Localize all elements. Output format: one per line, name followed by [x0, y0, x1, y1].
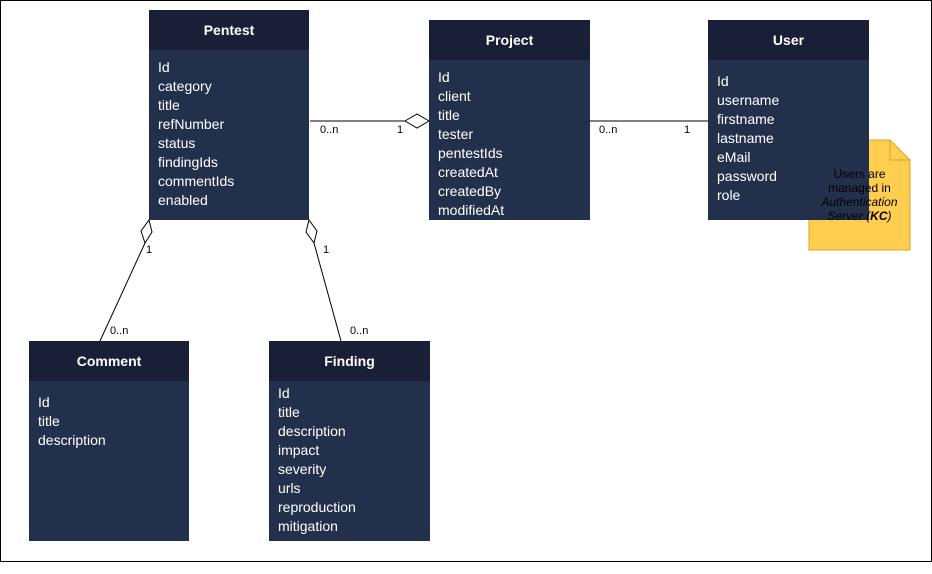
- field: tester: [438, 126, 474, 142]
- entity-user-fields: Id username firstname lastname eMail pas…: [708, 60, 869, 205]
- field: title: [438, 107, 460, 123]
- entity-comment-fields: Id title description: [29, 381, 189, 450]
- field: status: [158, 135, 196, 151]
- entity-user-title: User: [708, 20, 869, 60]
- multiplicity-label: 0..n: [110, 325, 129, 337]
- field: description: [38, 432, 106, 448]
- field: title: [158, 97, 180, 113]
- entity-pentest-fields: Id category title refNumber status findi…: [149, 50, 309, 210]
- field: title: [278, 404, 300, 420]
- entity-user[interactable]: User Id username firstname lastname eMai…: [708, 20, 869, 220]
- field: Id: [438, 69, 450, 85]
- field: modifiedAt: [438, 202, 505, 218]
- multiplicity-label: 1: [323, 244, 330, 256]
- field: urls: [278, 480, 301, 496]
- entity-pentest-title: Pentest: [149, 10, 309, 50]
- field: category: [158, 78, 212, 94]
- field: createdBy: [438, 183, 502, 199]
- field: firstname: [717, 111, 775, 127]
- field: impact: [278, 442, 320, 458]
- field: reproduction: [278, 499, 356, 515]
- note-text: Users are managed in Authentication Serv…: [809, 167, 910, 223]
- note-line-prefix: Server (: [827, 209, 871, 223]
- entity-pentest[interactable]: Pentest Id category title refNumber stat…: [149, 10, 309, 220]
- field: enabled: [158, 192, 208, 208]
- field: description: [278, 423, 346, 439]
- note-line-suffix: ): [887, 209, 892, 223]
- field: Id: [717, 73, 729, 89]
- field: pentestIds: [438, 145, 503, 161]
- multiplicity-label: 0..n: [350, 325, 369, 337]
- pentest-comment-aggregation-diamond: [140, 218, 153, 245]
- pentest-finding-aggregation-diamond: [305, 218, 318, 245]
- pentest-project-aggregation-diamond: [404, 113, 430, 129]
- field: Id: [158, 59, 170, 75]
- note-line: Users are: [833, 167, 886, 181]
- multiplicity-label: 1: [397, 124, 404, 136]
- field: severity: [278, 461, 327, 477]
- field: createdAt: [438, 164, 498, 180]
- note-fold: [889, 140, 910, 161]
- note-line: managed in: [828, 181, 891, 195]
- note-line-bold: KC: [870, 209, 888, 223]
- field: title: [38, 413, 60, 429]
- field: eMail: [717, 149, 751, 165]
- multiplicity-label: 0..n: [599, 124, 618, 136]
- entity-project-title: Project: [429, 20, 590, 60]
- entity-comment[interactable]: Comment Id title description: [29, 341, 189, 541]
- entity-finding[interactable]: Finding Id title description impact seve…: [269, 341, 430, 541]
- entity-finding-title: Finding: [269, 341, 430, 381]
- field: role: [717, 187, 741, 203]
- field: refNumber: [158, 116, 225, 132]
- multiplicity-label: 0..n: [320, 124, 339, 136]
- field: client: [438, 88, 471, 104]
- field: username: [717, 92, 780, 108]
- pentest-comment-line: [99, 242, 146, 342]
- entity-comment-title: Comment: [29, 341, 189, 381]
- multiplicity-label: 1: [684, 124, 691, 136]
- note-line: Authentication: [821, 195, 898, 209]
- field: Id: [38, 394, 50, 410]
- field: password: [717, 168, 777, 184]
- field: lastname: [717, 130, 774, 146]
- field: Id: [278, 385, 290, 401]
- entity-project-fields: Id client title tester pentestIds create…: [429, 60, 590, 220]
- note-line: Server (KC): [809, 209, 910, 223]
- pentest-finding-line: [313, 242, 342, 342]
- field: mitigation: [278, 518, 338, 534]
- entity-project[interactable]: Project Id client title tester pentestId…: [429, 20, 590, 220]
- field: commentIds: [158, 173, 235, 189]
- field: findingIds: [158, 154, 218, 170]
- entity-finding-fields: Id title description impact severity url…: [269, 381, 430, 536]
- multiplicity-label: 1: [146, 244, 153, 256]
